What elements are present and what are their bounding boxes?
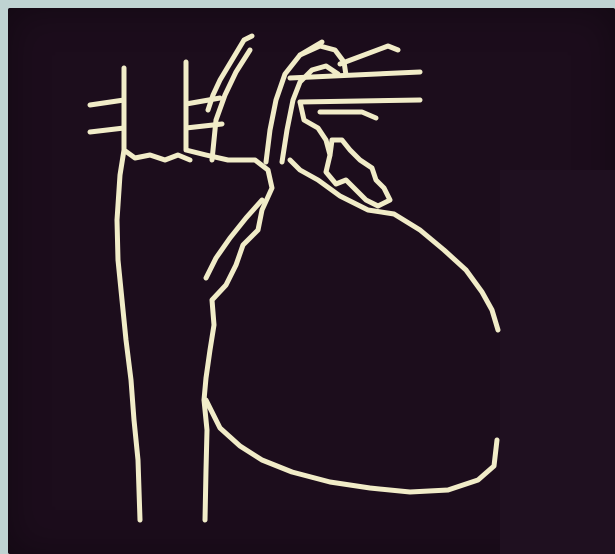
branch-top-right — [186, 98, 220, 104]
atrium-top-edge — [124, 150, 190, 160]
pulmonary-artery-lower — [320, 112, 376, 118]
vena-cava-left-outline — [117, 68, 140, 520]
right-dark-panel — [500, 170, 615, 554]
arch-branch-b — [340, 46, 398, 64]
vena-cava-right-outline — [186, 62, 272, 520]
branch-mid-left — [90, 128, 124, 132]
ventricle-lower-outline — [206, 400, 497, 492]
branch-top-left — [90, 100, 124, 105]
pulmonary-artery-upper — [300, 100, 420, 102]
ventricle-outline — [290, 160, 498, 330]
left-atrium-outline — [326, 140, 390, 206]
